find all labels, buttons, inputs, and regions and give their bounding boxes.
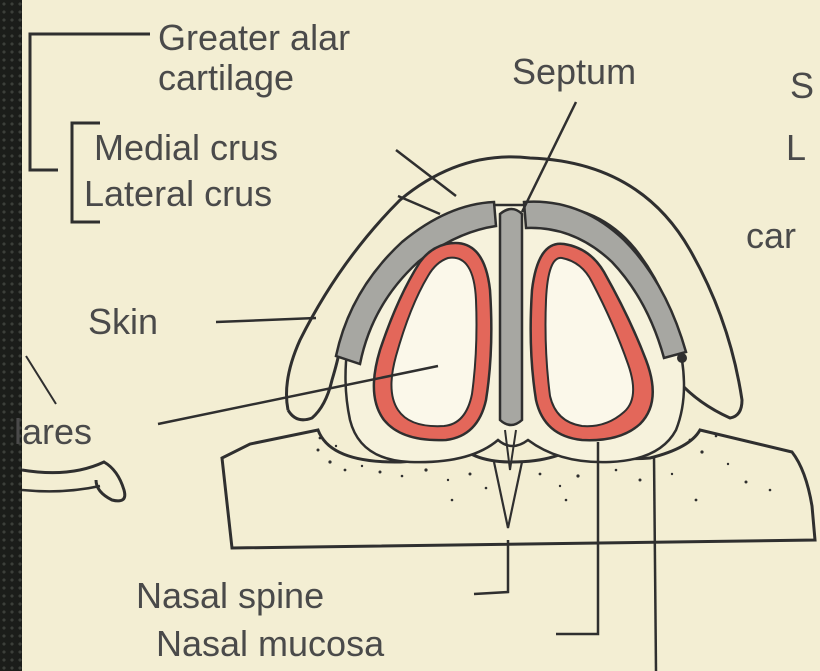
label-lateral-crus: Lateral crus: [84, 173, 272, 214]
label-skin: Skin: [88, 301, 158, 342]
skin-leader: [216, 318, 316, 322]
label-fragment-car: car: [746, 215, 796, 256]
label-fragment-s: S: [790, 65, 814, 106]
nares-pointer-top: [26, 356, 56, 404]
label-nasal-mucosa: Nasal mucosa: [156, 623, 385, 664]
tissue-base: [222, 430, 815, 548]
nares-sketch: [22, 462, 125, 501]
nasal-spine-leader: [474, 540, 508, 594]
septum-cartilage: [500, 209, 522, 425]
nares-sketch-lower: [22, 486, 100, 491]
label-nasal-spine: Nasal spine: [136, 575, 324, 616]
label-septum: Septum: [512, 51, 636, 92]
label-nares: lares: [14, 411, 92, 452]
label-greater-alar-cartilage-line1: Greater alar: [158, 17, 350, 58]
label-medial-crus: Medial crus: [94, 127, 278, 168]
right-cartilage-end-dot: [677, 353, 687, 363]
label-fragment-l: L: [786, 127, 806, 168]
label-greater-alar-cartilage-line2: cartilage: [158, 57, 294, 98]
